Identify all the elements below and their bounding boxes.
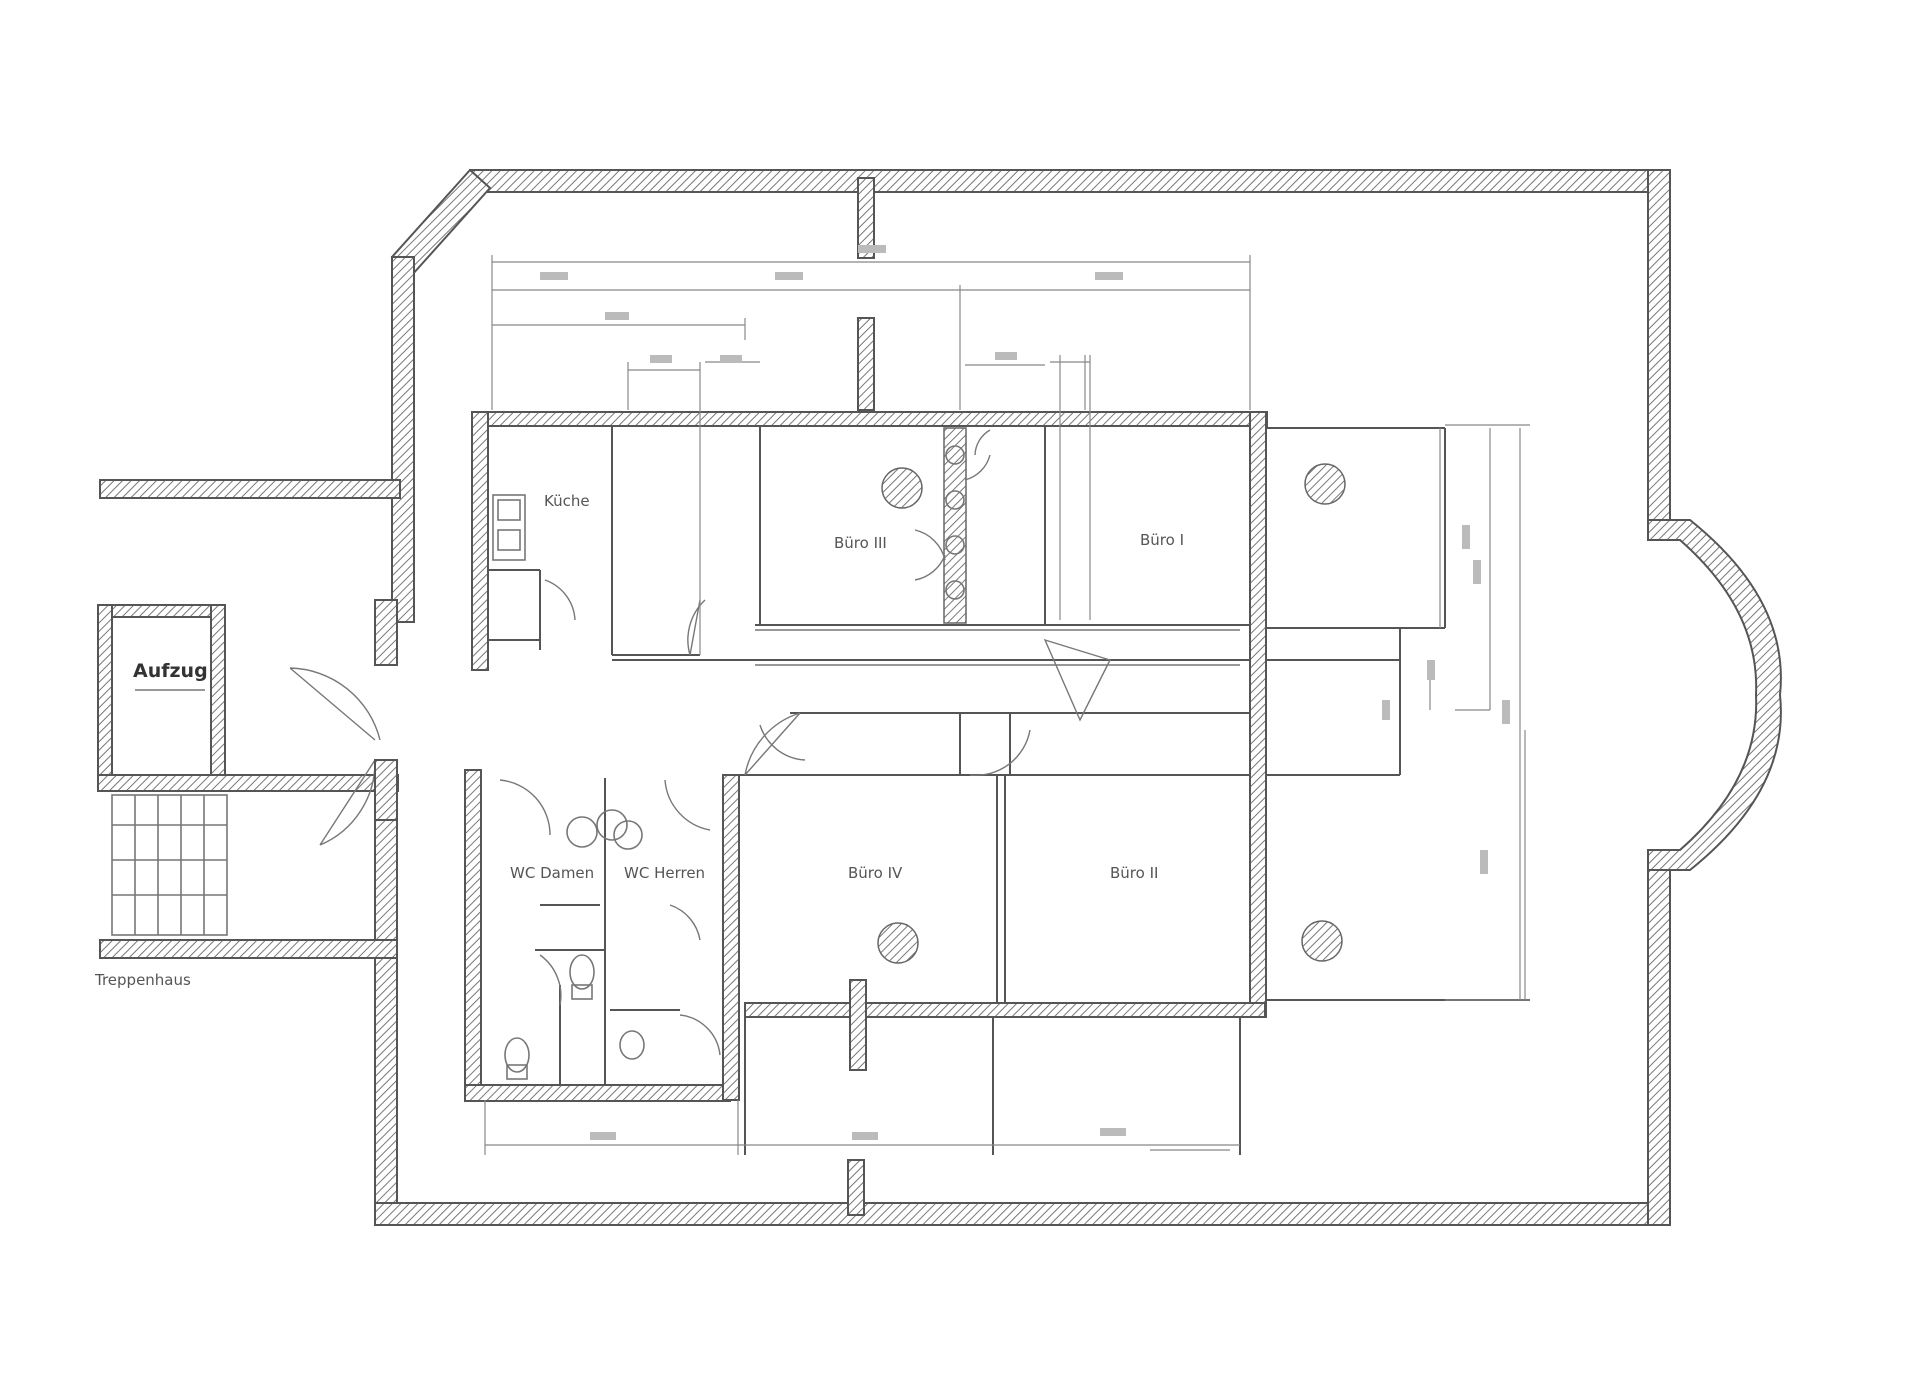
sink-1 (566, 816, 598, 848)
elevator-wall-top (97, 604, 224, 618)
sanitary-fixtures (492, 494, 645, 1080)
elevator-wall-left (97, 604, 113, 781)
column-2 (1304, 463, 1346, 505)
column-4 (1301, 920, 1343, 962)
outer-wall-left-upper (391, 256, 415, 623)
corridor-wall-stub-upper (374, 599, 398, 666)
kitchen-counter (492, 494, 526, 561)
column-1 (881, 467, 923, 509)
partition-stub-lower (849, 979, 867, 1071)
dimension-lines (484, 245, 1530, 1155)
door-buero1-c[interactable] (964, 454, 991, 481)
door-buero2[interactable] (969, 729, 1031, 777)
door-buero4[interactable] (759, 724, 806, 761)
door-wc-damen[interactable] (499, 779, 551, 836)
round-columns (877, 463, 1346, 964)
entrance-door-upper[interactable] (289, 667, 381, 741)
door-corridor-left[interactable] (744, 712, 801, 776)
toilet-3 (619, 1030, 645, 1060)
stairwell-label: Treppenhaus (94, 971, 191, 989)
room-label-buero-2: Büro II (1110, 864, 1158, 882)
door-kitchen[interactable] (544, 579, 576, 621)
core-wall-left-upper (471, 411, 489, 671)
door-wc-herren[interactable] (664, 779, 711, 831)
corridor-wall-stub-lower (374, 759, 398, 821)
outer-wall-left-lower (374, 819, 398, 1226)
room-label-buero-1: Büro I (1140, 531, 1184, 549)
door-wc-inner-3[interactable] (669, 904, 701, 941)
stair-wall-top (99, 479, 401, 499)
stair-steps (111, 794, 228, 936)
sink-3 (613, 820, 643, 850)
room-label-buero-4: Büro IV (848, 864, 903, 882)
door-wc-inner-1[interactable] (539, 954, 562, 1006)
outer-walls (374, 168, 1782, 1226)
room-label-wc-herren: WC Herren (624, 864, 705, 882)
toilet-1 (504, 1037, 530, 1073)
lower-office-wall-bottom (744, 1002, 1266, 1018)
column-strip (943, 427, 967, 624)
door-buero1-a[interactable] (914, 529, 946, 561)
elevator-label: Aufzug (133, 660, 208, 682)
door-buero1-d[interactable] (974, 429, 991, 456)
room-label-wc-damen: WC Damen (510, 864, 594, 882)
stub-wall-bottom (847, 1159, 865, 1216)
door-wc-inner-2[interactable] (679, 1014, 721, 1056)
elevator-wall-right (210, 604, 226, 781)
room-labels: Küche Büro III Büro I Büro IV Büro II WC… (510, 492, 1184, 882)
room-label-kueche: Küche (544, 492, 590, 510)
column-3 (877, 922, 919, 964)
room-label-buero-3: Büro III (834, 534, 887, 552)
outer-wall-bottom (374, 1202, 1661, 1226)
stairwell-block: Aufzug Treppenhaus (94, 479, 401, 989)
core-wall-bottom-left (464, 1084, 731, 1102)
core-wall-top (471, 411, 1268, 427)
outer-wall-right-lower (1647, 869, 1671, 1226)
stair-wall-bottom (99, 939, 398, 959)
entrance-door-lower[interactable] (319, 759, 376, 846)
stub-wall-top (857, 177, 875, 259)
stair-landing-wall (97, 774, 399, 792)
core-wall-right (1249, 411, 1267, 1018)
door-corridor-end[interactable] (1043, 638, 1111, 722)
toilet-2 (569, 954, 595, 990)
door-buero3[interactable] (687, 599, 706, 656)
outer-wall-top (469, 169, 1671, 193)
partition-stub-upper (857, 317, 875, 411)
hallway-band (755, 629, 1240, 666)
outer-wall-right-upper (1647, 169, 1671, 521)
door-buero1-b[interactable] (914, 554, 946, 581)
core-wall-left-lower (464, 769, 482, 1101)
doors (499, 429, 1111, 1056)
sink-2 (596, 809, 628, 841)
bay-window-wall (1647, 519, 1782, 871)
inner-walls (464, 317, 1530, 1155)
wc-wall-right (722, 774, 740, 1101)
